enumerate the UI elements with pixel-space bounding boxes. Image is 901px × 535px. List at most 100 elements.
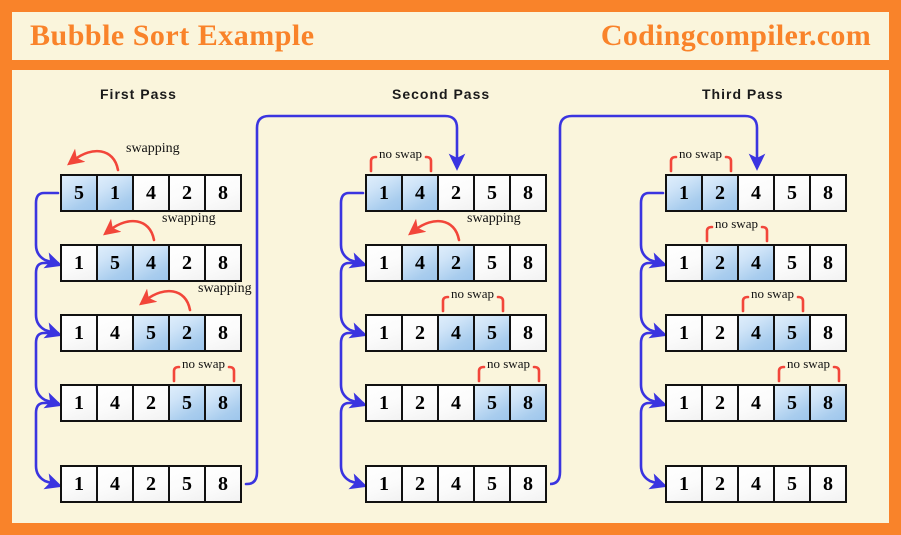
step-flow-arrow xyxy=(34,261,63,339)
array-cell: 4 xyxy=(437,314,475,352)
step-flow-arrow xyxy=(34,401,63,490)
array-cell: 5 xyxy=(473,174,511,212)
array-cell: 2 xyxy=(168,314,206,352)
array-cell: 1 xyxy=(60,244,98,282)
swapping-label: swapping xyxy=(467,211,521,226)
array-cell: 5 xyxy=(773,465,811,503)
array-cell: 4 xyxy=(96,314,134,352)
swapping-label: swapping xyxy=(198,281,252,296)
array-cell: 2 xyxy=(701,314,739,352)
page-title: Bubble Sort Example xyxy=(30,19,315,52)
array-cell: 5 xyxy=(773,174,811,212)
array-cell: 1 xyxy=(365,244,403,282)
array-cell: 8 xyxy=(509,174,547,212)
array-cell: 1 xyxy=(60,465,98,503)
pass-title-pass1: First Pass xyxy=(100,86,177,102)
array-cell: 8 xyxy=(809,314,847,352)
array-cell: 5 xyxy=(132,314,170,352)
array-cell: 2 xyxy=(701,244,739,282)
step-flow-arrow xyxy=(339,261,368,339)
array-cell: 1 xyxy=(365,384,403,422)
array-cell: 8 xyxy=(204,244,242,282)
swapping-arrow xyxy=(67,148,120,172)
pass2-to-pass3-connector xyxy=(549,114,766,486)
array-cell: 2 xyxy=(701,465,739,503)
array-cell: 2 xyxy=(437,174,475,212)
array-cell: 5 xyxy=(60,174,98,212)
no-swap-label: no swap xyxy=(751,286,794,301)
array-cell: 4 xyxy=(96,384,134,422)
array-cell: 2 xyxy=(701,174,739,212)
array-cell: 1 xyxy=(60,384,98,422)
array-cell: 2 xyxy=(168,174,206,212)
array-cell: 2 xyxy=(168,244,206,282)
array-cell: 8 xyxy=(204,384,242,422)
swapping-arrow xyxy=(408,218,461,242)
swapping-label: swapping xyxy=(126,141,180,156)
array-cell: 4 xyxy=(132,244,170,282)
array-cell: 2 xyxy=(401,314,439,352)
array-cell: 8 xyxy=(809,384,847,422)
step-flow-arrow xyxy=(639,331,668,409)
array-cell: 1 xyxy=(365,465,403,503)
no-swap-label: no swap xyxy=(379,146,422,161)
array-cell: 8 xyxy=(509,314,547,352)
array-cell: 4 xyxy=(132,174,170,212)
pass1-to-pass2-connector xyxy=(244,114,466,486)
array-cell: 4 xyxy=(737,244,775,282)
array-cell: 1 xyxy=(665,314,703,352)
array-cell: 5 xyxy=(473,244,511,282)
array-cell: 4 xyxy=(401,244,439,282)
array-cell: 5 xyxy=(773,384,811,422)
swapping-arrow xyxy=(103,218,156,242)
swapping-label: swapping xyxy=(162,211,216,226)
array-cell: 1 xyxy=(665,174,703,212)
array-cell: 8 xyxy=(509,465,547,503)
array-cell: 5 xyxy=(473,465,511,503)
array-cell: 4 xyxy=(737,384,775,422)
step-flow-arrow xyxy=(339,191,368,269)
array-cell: 4 xyxy=(737,465,775,503)
array-cell: 5 xyxy=(96,244,134,282)
step-flow-arrow xyxy=(34,191,63,269)
pass-title-pass3: Third Pass xyxy=(702,86,784,102)
array-cell: 2 xyxy=(401,384,439,422)
array-cell: 4 xyxy=(737,314,775,352)
array-cell: 1 xyxy=(665,244,703,282)
array-cell: 5 xyxy=(773,244,811,282)
no-swap-label: no swap xyxy=(182,356,225,371)
array-cell: 5 xyxy=(168,465,206,503)
pass-title-pass2: Second Pass xyxy=(392,86,491,102)
array-cell: 2 xyxy=(437,244,475,282)
array-cell: 5 xyxy=(473,384,511,422)
step-flow-arrow xyxy=(34,331,63,409)
array-cell: 8 xyxy=(204,314,242,352)
array-cell: 4 xyxy=(737,174,775,212)
array-cell: 5 xyxy=(168,384,206,422)
array-cell: 1 xyxy=(665,465,703,503)
array-cell: 4 xyxy=(437,384,475,422)
step-flow-arrow xyxy=(639,191,668,269)
brand-label: Codingcompiler.com xyxy=(600,19,871,52)
no-swap-label: no swap xyxy=(487,356,530,371)
no-swap-label: no swap xyxy=(451,286,494,301)
array-cell: 8 xyxy=(809,244,847,282)
array-cell: 2 xyxy=(132,384,170,422)
array-cell: 2 xyxy=(701,384,739,422)
array-cell: 8 xyxy=(204,465,242,503)
array-cell: 8 xyxy=(509,244,547,282)
